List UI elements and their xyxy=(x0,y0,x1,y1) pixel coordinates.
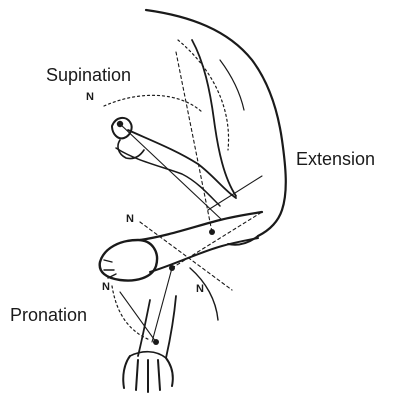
hanging-hand xyxy=(123,356,173,392)
pronation-label: Pronation xyxy=(10,306,87,324)
joint-dot-wrist xyxy=(169,265,175,271)
joint-dot-supination xyxy=(117,121,123,127)
n-marker-wrist: N xyxy=(196,284,204,295)
n-marker-supination: N xyxy=(86,92,94,103)
upper-arm-outline-left xyxy=(192,40,236,196)
extension-arc xyxy=(178,40,229,150)
middle-forearm-top xyxy=(140,212,262,240)
lower-forearm-sleeve xyxy=(190,268,218,320)
n-marker-pronation: N xyxy=(102,282,110,293)
lower-forearm-right xyxy=(166,296,176,358)
extension-label: Extension xyxy=(296,150,375,168)
joint-dot-pronation xyxy=(153,339,159,345)
joint-dot-elbow xyxy=(209,229,215,235)
middle-fist xyxy=(100,240,157,280)
supination-arc xyxy=(104,95,202,112)
axis-line-3 xyxy=(140,222,232,290)
raised-hand xyxy=(112,118,132,138)
axis-line-4 xyxy=(152,268,172,342)
raised-forearm-outline xyxy=(128,130,236,198)
hanging-hand-base xyxy=(130,352,166,358)
n-marker-middle: N xyxy=(126,214,134,225)
raised-forearm-outline-inner xyxy=(116,148,220,206)
upper-arm-inner-contour xyxy=(220,60,244,110)
supination-label: Supination xyxy=(46,66,131,84)
lower-forearm-left xyxy=(138,300,150,356)
